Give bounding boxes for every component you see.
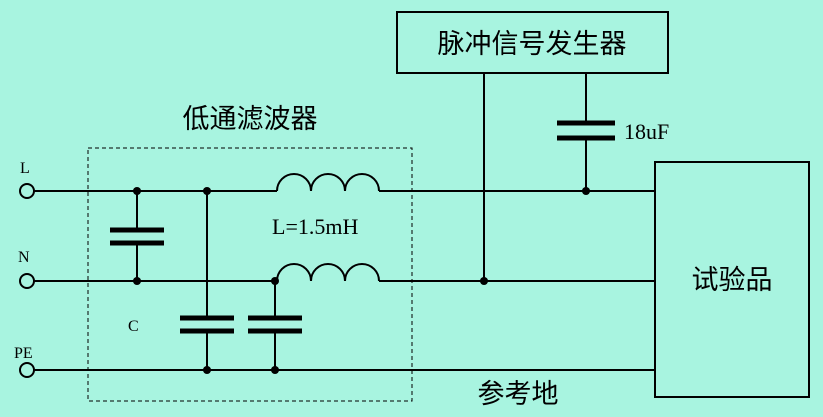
junction-dot — [271, 277, 279, 285]
terminal-n-label: N — [18, 249, 30, 266]
capacitor-l-n — [110, 191, 164, 281]
lowpass-filter-boundary — [87, 147, 413, 402]
terminal-pe — [19, 362, 35, 378]
terminal-pe-label: PE — [14, 345, 33, 362]
inductor-value-label: L=1.5mH — [272, 214, 358, 239]
terminal-l-label: L — [20, 160, 30, 177]
terminal-n — [19, 273, 35, 289]
dut-label: 试验品 — [692, 265, 773, 296]
junction-dot — [133, 187, 141, 195]
reference-ground-label: 参考地 — [478, 379, 559, 410]
inductor-l-coil — [276, 173, 380, 192]
dut-box — [654, 161, 810, 398]
terminal-l — [19, 183, 35, 199]
junction-dot — [203, 366, 211, 374]
junction-dot — [203, 187, 211, 195]
capacitor-l-pe — [180, 191, 234, 370]
capacitor-label: C — [128, 318, 139, 335]
junction-dot — [133, 277, 141, 285]
inductor-n-coil — [276, 263, 380, 282]
line-n — [34, 263, 655, 282]
coupling-capacitor-value-label: 18uF — [624, 119, 669, 144]
junction-dot — [582, 187, 590, 195]
junction-dot — [480, 277, 488, 285]
coupling-capacitor — [557, 73, 615, 191]
capacitor-n-pe — [248, 281, 302, 370]
pulse-generator-label: 脉冲信号发生器 — [438, 29, 627, 60]
pulse-generator-box — [396, 11, 669, 74]
junction-dot — [271, 366, 279, 374]
line-l — [34, 173, 655, 192]
lowpass-filter-label: 低通滤波器 — [183, 104, 318, 135]
